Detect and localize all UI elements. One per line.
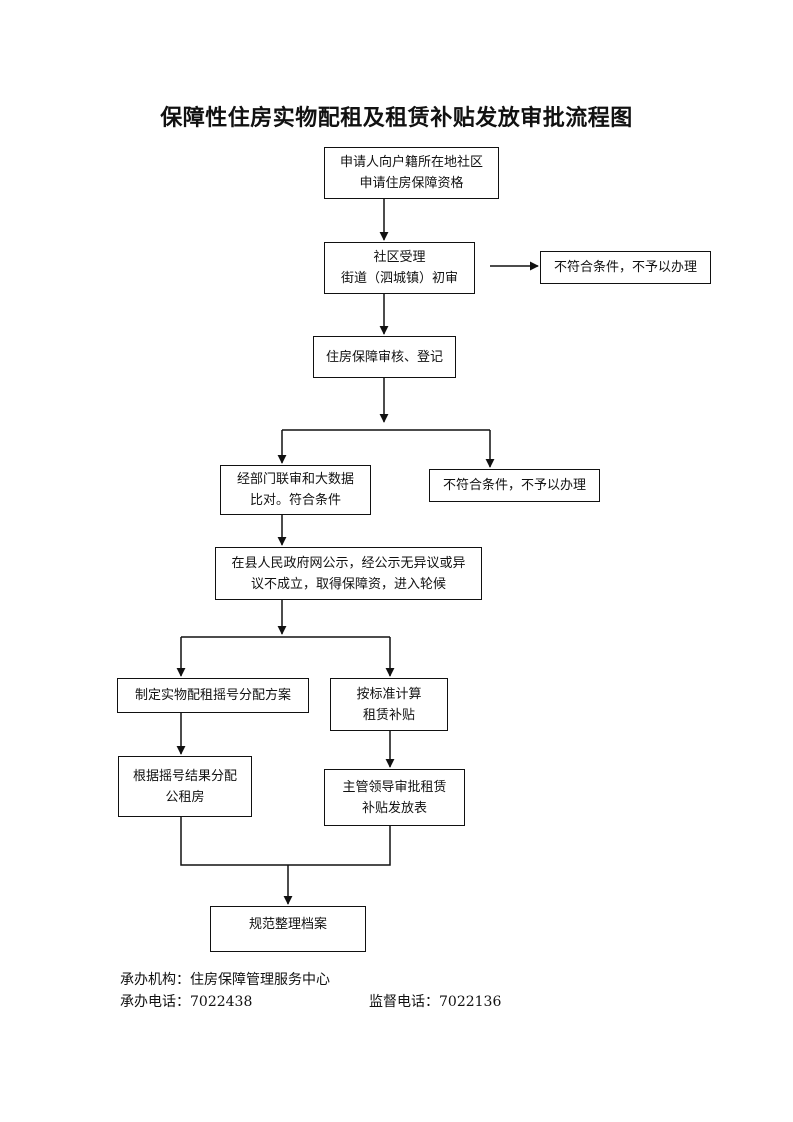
step-reject-2-text: 不符合条件，不予以办理 — [442, 478, 586, 493]
step-approve-subsidy: 主管领导审批租赁 补贴发放表 — [324, 769, 465, 826]
step-joint-review-line-2: 比对。符合条件 — [249, 493, 341, 508]
step-register-text: 住房保障审核、登记 — [325, 349, 443, 365]
step-joint-review: 经部门联审和大数据 比对。符合条件 — [220, 465, 371, 515]
footer-phone: 承办电话：7022438 — [120, 992, 252, 1012]
step-reject-2: 不符合条件，不予以办理 — [429, 469, 600, 502]
step-allocate-line-1: 根据摇号结果分配 — [132, 768, 237, 784]
step-apply-line-2: 申请住房保障资格 — [359, 176, 464, 191]
merge-left — [180, 817, 288, 866]
step-approve-line-1: 主管领导审批租赁 — [342, 779, 447, 795]
footer-supervise-number: 7022136 — [439, 994, 502, 1010]
step-publicity: 在县人民政府网公示，经公示无异议或异 议不成立，取得保障资，进入轮候 — [215, 547, 482, 600]
merge-right — [288, 826, 391, 866]
step-community-line-1: 社区受理 — [373, 250, 426, 265]
step-reject-1-text: 不符合条件，不予以办理 — [553, 260, 697, 275]
step-publicity-line-2: 议不成立，取得保障资，进入轮候 — [250, 576, 446, 592]
step-approve-line-2: 补贴发放表 — [361, 800, 427, 816]
step-register: 住房保障审核、登记 — [313, 336, 456, 378]
footer-phone-number: 7022438 — [190, 994, 253, 1010]
step-subsidy-calc-line-2: 租赁补贴 — [362, 707, 415, 723]
step-community-review: 社区受理 街道（泗城镇）初审 — [324, 242, 475, 294]
footer-supervise-phone: 监督电话：7022136 — [369, 992, 501, 1012]
footer-phone-label: 承办电话： — [120, 994, 190, 1010]
footer-supervise-label: 监督电话： — [369, 994, 439, 1010]
step-subsidy-calc: 按标准计算 租赁补贴 — [330, 678, 448, 731]
step-reject-1: 不符合条件，不予以办理 — [540, 251, 711, 284]
step-archive-text: 规范整理档案 — [248, 917, 327, 932]
step-joint-review-line-1: 经部门联审和大数据 — [236, 472, 354, 487]
step-community-line-2: 街道（泗城镇）初审 — [340, 271, 458, 286]
step-lottery-plan: 制定实物配租摇号分配方案 — [117, 678, 309, 713]
step-lottery-plan-text: 制定实物配租摇号分配方案 — [134, 688, 291, 703]
step-allocate-line-2: 公租房 — [165, 789, 205, 805]
footer-agency-name: 住房保障管理服务中心 — [190, 972, 330, 988]
step-allocate-housing: 根据摇号结果分配 公租房 — [118, 756, 252, 817]
step-archive: 规范整理档案 — [210, 906, 366, 952]
step-apply: 申请人向户籍所在地社区 申请住房保障资格 — [324, 147, 499, 199]
step-subsidy-calc-line-1: 按标准计算 — [356, 686, 422, 702]
page-title: 保障性住房实物配租及租赁补贴发放审批流程图 — [160, 106, 633, 131]
footer-agency: 承办机构：住房保障管理服务中心 — [120, 970, 330, 990]
step-apply-line-1: 申请人向户籍所在地社区 — [339, 155, 483, 170]
footer-agency-label: 承办机构： — [120, 972, 190, 988]
step-publicity-line-1: 在县人民政府网公示，经公示无异议或异 — [231, 555, 466, 571]
